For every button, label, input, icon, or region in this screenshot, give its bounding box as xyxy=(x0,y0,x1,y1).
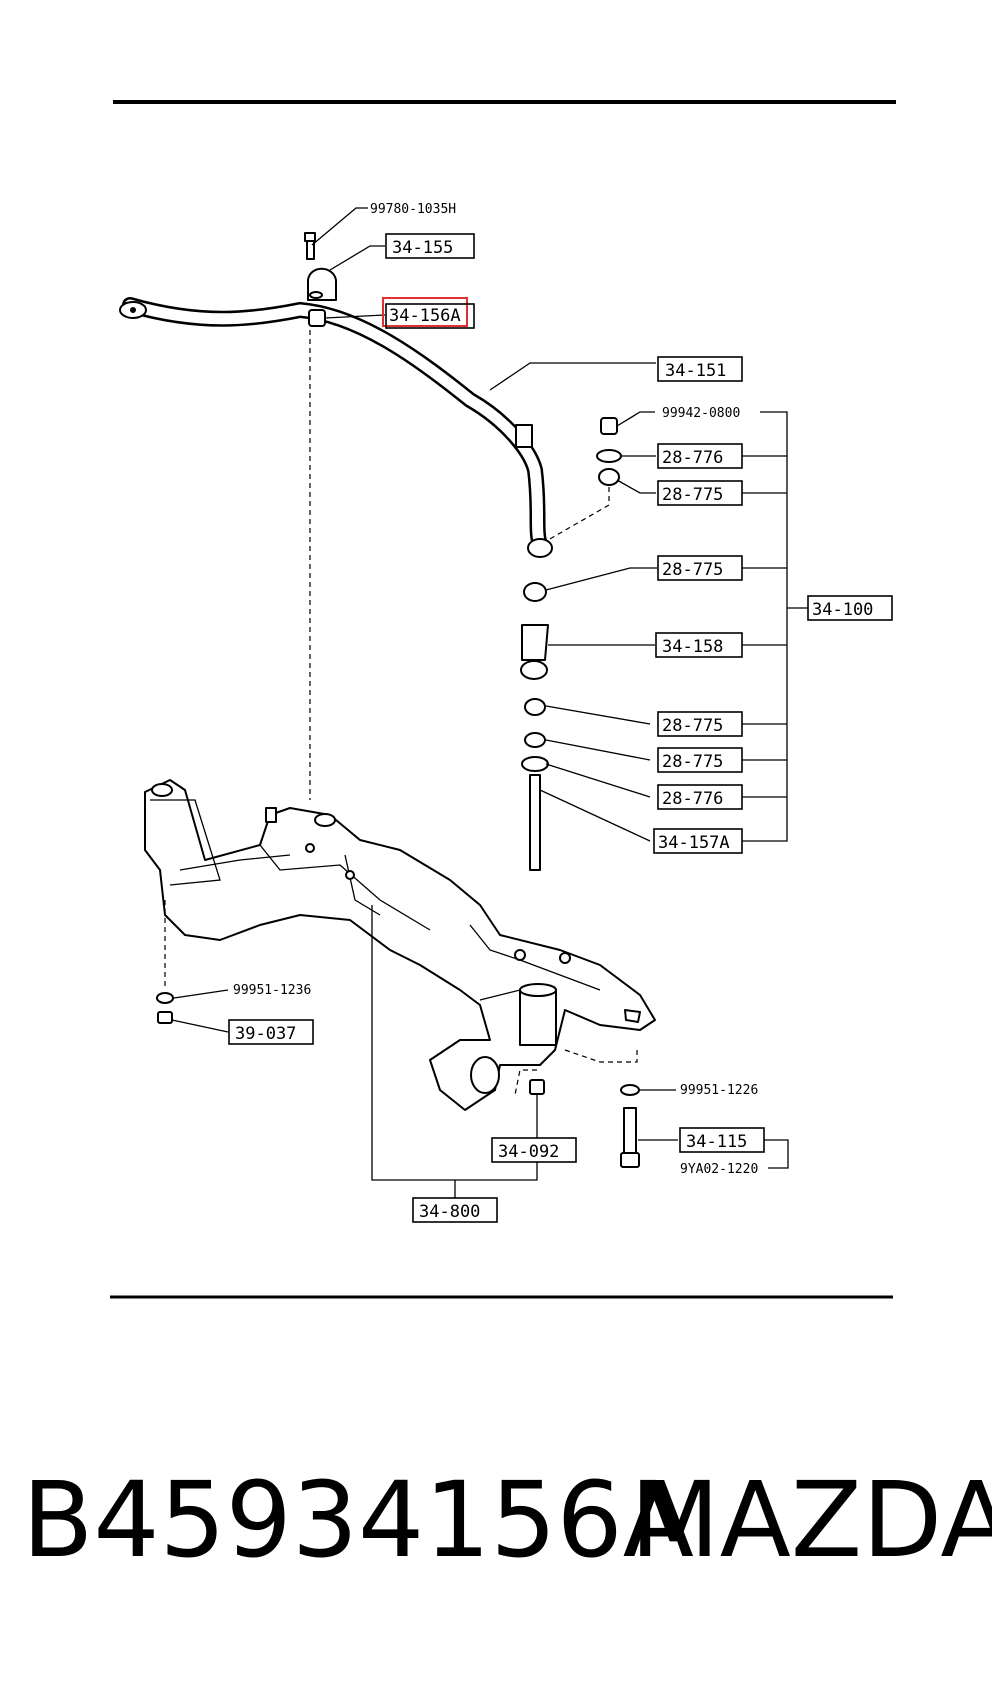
label-bushing: 34-156A xyxy=(389,306,461,326)
label-bush-b: 28-775 xyxy=(662,560,723,580)
label-bush-d: 28-775 xyxy=(662,752,723,772)
caption: B45934156A MAZDA xyxy=(0,1455,992,1585)
leader-left-2 xyxy=(171,1019,229,1033)
label-bracket: 34-155 xyxy=(392,238,453,258)
label-spacer: 34-158 xyxy=(662,637,723,657)
leaders-right xyxy=(539,411,808,842)
label-bush-a: 28-775 xyxy=(662,485,723,505)
brand-name: MAZDA xyxy=(630,1459,992,1581)
stabilizer-bar xyxy=(119,297,553,558)
leaders-top xyxy=(311,207,656,391)
link-kit-parts xyxy=(520,417,622,871)
label-bushing-mount: 34-092 xyxy=(498,1142,559,1162)
right-fasteners xyxy=(620,1084,640,1168)
label-link-bolt: 34-157A xyxy=(658,833,730,853)
label-washer-right: 99951-1226 xyxy=(680,1083,758,1098)
dash-link xyxy=(547,487,610,541)
leader-left xyxy=(173,989,229,999)
label-bush-c: 28-775 xyxy=(662,716,723,736)
bushing-part xyxy=(308,309,326,327)
label-bolt-right: 34-115 xyxy=(686,1132,747,1152)
label-link-kit: 34-100 xyxy=(812,600,873,620)
bracket-part xyxy=(307,267,337,301)
label-crossmember: 34-800 xyxy=(419,1202,480,1222)
label-bolt-top: 99780-1035H xyxy=(370,202,456,217)
label-washer-bottom: 28-776 xyxy=(662,789,723,809)
bolt-top-part xyxy=(304,232,316,260)
leader-right-3 xyxy=(763,1139,789,1169)
label-nut-left: 39-037 xyxy=(235,1024,296,1044)
crossmember-part xyxy=(144,779,656,1111)
label-stabilizer-bar: 34-151 xyxy=(665,361,726,381)
dash-right xyxy=(564,1049,638,1063)
label-washer-top: 28-776 xyxy=(662,448,723,468)
bushing-mount-part xyxy=(529,1079,545,1095)
highlight-box xyxy=(382,297,468,327)
left-fasteners xyxy=(156,992,174,1024)
label-washer-left: 99951-1236 xyxy=(233,983,311,998)
label-bolt-right-alt: 9YA02-1220 xyxy=(680,1162,758,1177)
part-number: B45934156A xyxy=(22,1459,694,1581)
label-nut: 99942-0800 xyxy=(662,406,740,421)
parts-diagram: 99780-1035H 34-155 34-156A 34-151 xyxy=(110,100,896,1299)
